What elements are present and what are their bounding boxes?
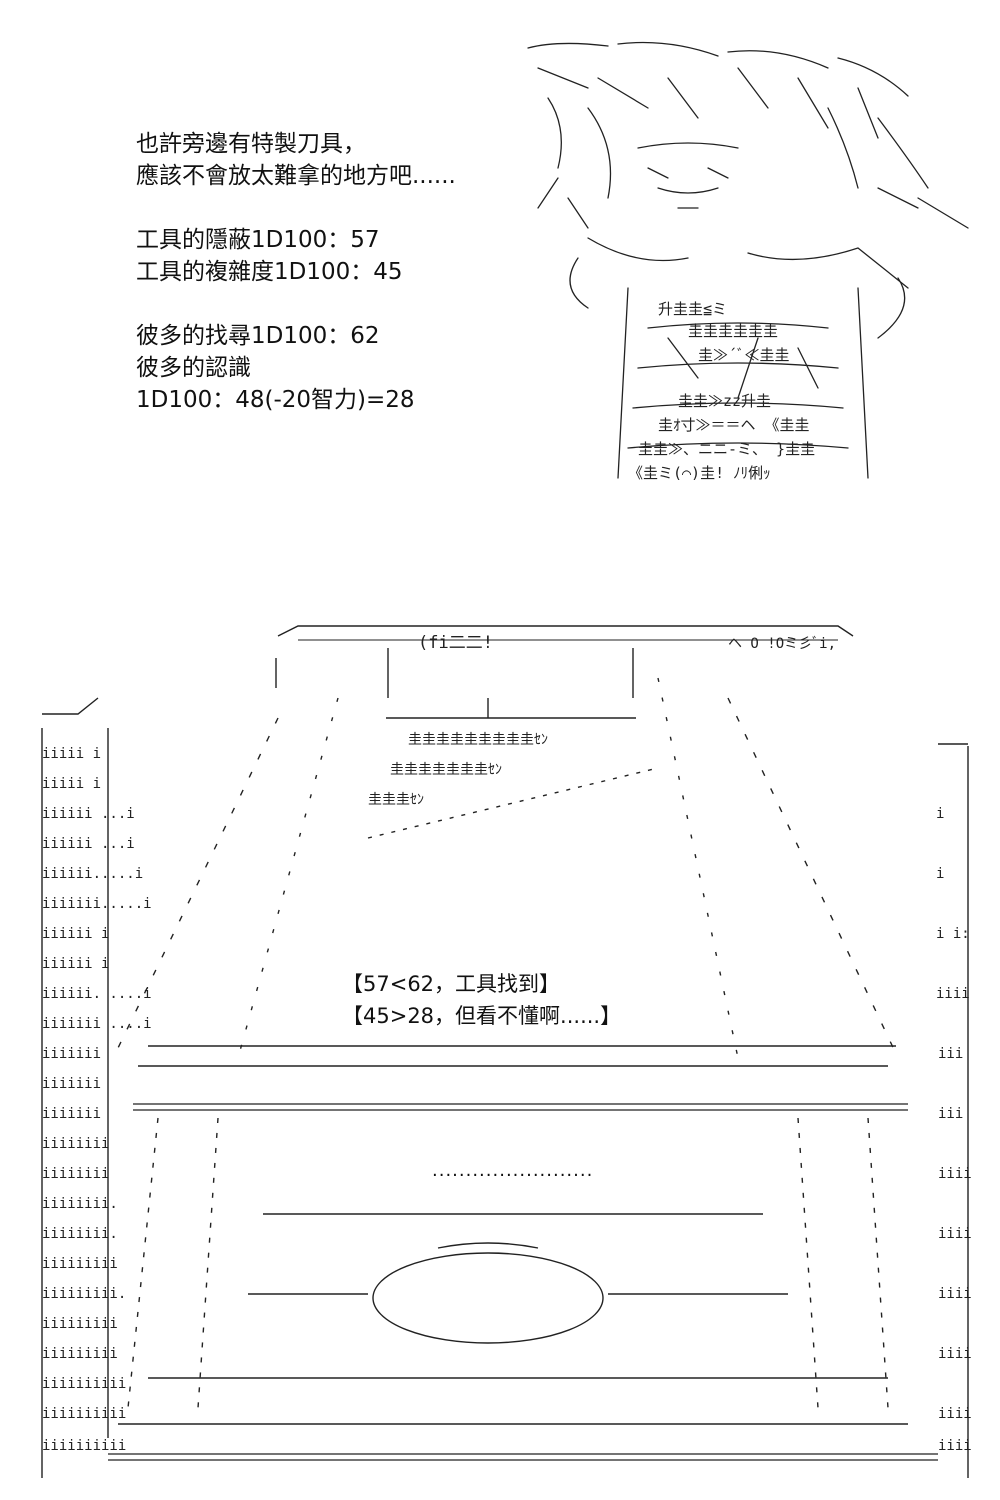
svg-text:iiiiii i: iiiiii i [42,926,109,942]
svg-text:iiiiiii.....i: iiiiiii.....i [42,896,152,912]
narration-line-4: 工具的隱蔽1D100：57 [136,227,380,253]
svg-text:iii: iii [938,1046,963,1062]
room-scene-art: (fi二二! 圭圭圭圭圭圭圭圭圭ｾﾝ 圭圭圭圭圭圭圭ｾﾝ 圭圭圭ｾﾝ ヘ O !… [38,618,972,1490]
narration-line-9: 1D100：48(-20智力)=28 [136,387,415,413]
svg-text:iiiiiiiiii: iiiiiiiiii [42,1376,126,1392]
narration-line-7: 彼多的找尋1D100：62 [136,323,380,349]
oval-dish [372,1252,604,1344]
svg-text:iiii: iiii [938,1438,972,1454]
svg-text:iiiiii i: iiiiii i [42,956,109,972]
svg-text:iiiiii. ....i: iiiiii. ....i [42,986,152,1002]
narration-line-1: 也許旁邊有特製刀具， [136,131,366,157]
svg-text:i: i [936,806,944,822]
shelf-sign-text: (fi二二! [418,633,493,653]
svg-text:iiiiiiii.: iiiiiiii. [42,1196,118,1212]
figure-chest-text: 升圭圭≦ミ [658,300,727,318]
room-scene-svg: (fi二二! 圭圭圭圭圭圭圭圭圭ｾﾝ 圭圭圭圭圭圭圭ｾﾝ 圭圭圭ｾﾝ ヘ O !… [41,625,972,1478]
svg-text:ヘ O !Oミ彡ﾞi,: ヘ O !Oミ彡ﾞi, [728,636,836,652]
svg-text:iiiiii.....i: iiiiii.....i [42,866,143,882]
shelf-row-1: 圭圭圭圭圭圭圭圭圭ｾﾝ [408,732,548,748]
svg-text:iiiiiiiii: iiiiiiiii [42,1346,118,1362]
svg-text:iiii: iiii [936,986,970,1002]
svg-text:iiiiiii: iiiiiii [42,1046,101,1062]
svg-text:iiiiii ...i: iiiiii ...i [42,836,135,852]
svg-text:iiiiiii ....i: iiiiiii ....i [42,1016,152,1032]
svg-text:iiiii: iiiii [938,1406,972,1422]
svg-text:圭ｵ寸≫＝＝ヘ 《圭圭: 圭ｵ寸≫＝＝ヘ 《圭圭 [658,416,810,434]
svg-text:《圭ミ(⌒)圭! ﾉﾘ俐ｯ: 《圭ミ(⌒)圭! ﾉﾘ俐ｯ [628,464,771,482]
narration-line-8: 彼多的認識 [136,355,251,381]
result-line-1: 【57<62，工具找到】 [342,972,561,996]
svg-text:iiiiii ...i: iiiiii ...i [42,806,135,822]
narration-gap [136,288,516,320]
svg-text:iiiiiiii.: iiiiiiii. [42,1226,118,1242]
svg-text:iiii: iiii [938,1226,972,1242]
result-line-2: 【45>28，但看不懂啊......】 [342,1004,622,1028]
svg-text:iiiiiiiiii: iiiiiiiiii [42,1438,126,1454]
svg-text:圭圭圭圭圭圭: 圭圭圭圭圭圭 [688,322,778,340]
narration-gap [136,192,516,224]
svg-text:iiiiiiiii: iiiiiiiii [42,1316,118,1332]
svg-text:iiiiiiiiii: iiiiiiiiii [42,1406,126,1422]
table-dots: ........................ [432,1160,594,1181]
svg-text:iiiiiii: iiiiiii [42,1076,101,1092]
svg-text:圭圭≫zz升圭: 圭圭≫zz升圭 [678,392,771,410]
shelf-row-2: 圭圭圭圭圭圭圭ｾﾝ [390,762,502,778]
svg-text:iiiiiiii: iiiiiiii [42,1166,109,1182]
svg-text:圭≫´ﾞ≪圭圭: 圭≫´ﾞ≪圭圭 [698,346,790,364]
character-figure-art: 升圭圭≦ミ 圭圭圭圭圭圭 圭≫´ﾞ≪圭圭 圭圭≫zz升圭 圭ｵ寸≫＝＝ヘ 《圭圭… [498,38,978,488]
character-figure-svg: 升圭圭≦ミ 圭圭圭圭圭圭 圭≫´ﾞ≪圭圭 圭圭≫zz升圭 圭ｵ寸≫＝＝ヘ 《圭圭… [527,41,969,482]
svg-text:i i:: i i: [936,926,970,942]
narration-block: 也許旁邊有特製刀具， 應該不會放太難拿的地方吧...... 工具的隱蔽1D100… [136,128,516,416]
svg-text:i: i [936,866,944,882]
dice-result: 【57<62，工具找到】 【45>28，但看不懂啊......】 [342,968,672,1032]
svg-text:iiii: iiii [938,1286,972,1302]
shelf-row-3: 圭圭圭ｾﾝ [368,792,424,808]
svg-text:iiii: iiii [938,1166,972,1182]
svg-text:iiiii i: iiiii i [42,776,101,792]
top-shelf-board [277,625,854,637]
narration-line-2: 應該不會放太難拿的地方吧...... [136,163,456,189]
svg-text:圭圭≫、ニニ-ミ、 }圭圭: 圭圭≫、ニニ-ミ、 }圭圭 [638,440,815,458]
svg-text:iii: iii [938,1106,963,1122]
svg-text:iiiiiii: iiiiiii [42,1106,101,1122]
narration-line-5: 工具的複雜度1D100：45 [136,259,403,285]
svg-text:iiiii i: iiiii i [42,746,101,762]
svg-text:iiiiiiiii.: iiiiiiiii. [42,1286,126,1302]
svg-text:iiiiiiii: iiiiiiii [42,1136,109,1152]
svg-text:iiiii: iiiii [938,1346,972,1362]
svg-text:iiiiiiiii: iiiiiiiii [42,1256,118,1272]
